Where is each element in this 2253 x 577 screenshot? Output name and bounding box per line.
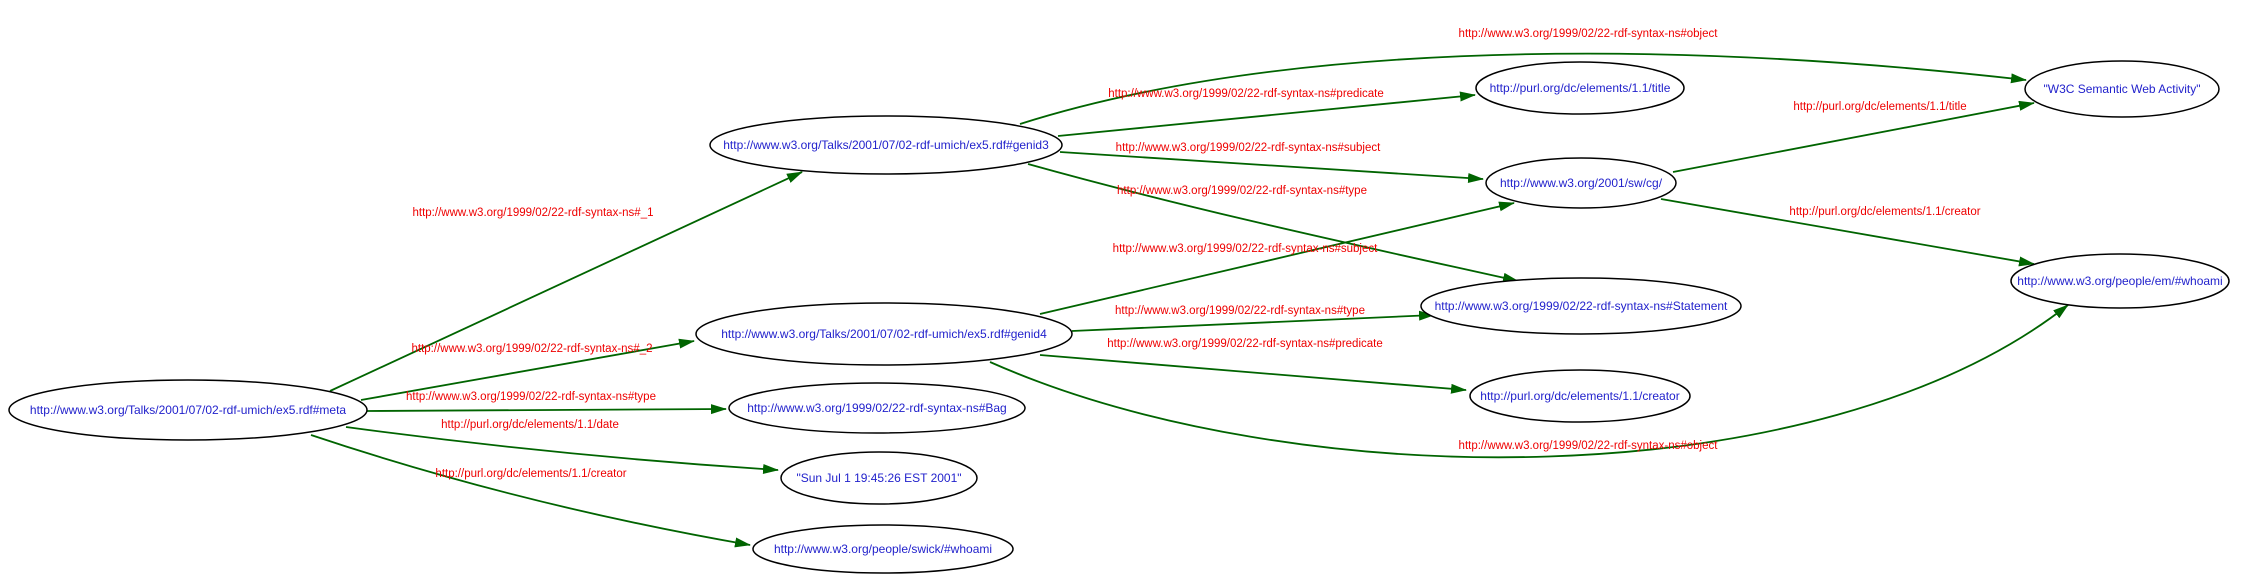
node-label-genid3: http://www.w3.org/Talks/2001/07/02-rdf-u…: [723, 138, 1049, 152]
node-ellipse-statement: [1420, 277, 1742, 335]
edge-label-meta-genid4: http://www.w3.org/1999/02/22-rdf-syntax-…: [412, 343, 653, 355]
edge-label-meta-swick: http://purl.org/dc/elements/1.1/creator: [435, 468, 626, 480]
edge-genid3-statement: [1027, 163, 1519, 283]
edge-meta-bag: [366, 404, 727, 415]
node-label-genid4: http://www.w3.org/Talks/2001/07/02-rdf-u…: [721, 327, 1047, 341]
node-label-swick: http://www.w3.org/people/swick/#whoami: [774, 542, 992, 556]
nodes-layer: http://www.w3.org/Talks/2001/07/02-rdf-u…: [8, 60, 2230, 574]
edge-label-genid4-statement: http://www.w3.org/1999/02/22-rdf-syntax-…: [1115, 305, 1365, 317]
node-ellipse-genid3: [709, 115, 1063, 175]
node-ellipse-bag: [728, 382, 1026, 434]
node-ellipse-swick: [752, 524, 1014, 574]
edge-genid4-em: [989, 304, 2069, 459]
node-ellipse-genid4: [695, 302, 1073, 366]
node-label-creator: http://purl.org/dc/elements/1.1/creator: [1480, 389, 1679, 403]
edge-label-genid3-swcg: http://www.w3.org/1999/02/22-rdf-syntax-…: [1116, 142, 1381, 154]
node-ellipse-em: [2010, 253, 2230, 309]
node-ellipse-date: [780, 451, 978, 505]
node-label-title: http://purl.org/dc/elements/1.1/title: [1490, 81, 1671, 95]
edge-meta-date: [345, 426, 779, 475]
node-ellipse-creator: [1469, 369, 1691, 423]
edge-genid3-title: [1057, 91, 1476, 137]
edge-label-genid4-creator: http://www.w3.org/1999/02/22-rdf-syntax-…: [1107, 338, 1383, 350]
edge-label-genid3-title: http://www.w3.org/1999/02/22-rdf-syntax-…: [1108, 88, 1384, 100]
edge-label-genid4-em: http://www.w3.org/1999/02/22-rdf-syntax-…: [1459, 440, 1719, 452]
node-label-bag: http://www.w3.org/1999/02/22-rdf-syntax-…: [747, 401, 1006, 415]
edge-label-genid3-statement: http://www.w3.org/1999/02/22-rdf-syntax-…: [1117, 185, 1367, 197]
edge-label-genid3-activity: http://www.w3.org/1999/02/22-rdf-syntax-…: [1459, 28, 1719, 40]
edge-swcg-activity: [1672, 100, 2035, 173]
edges-layer: [310, 52, 2069, 548]
edge-label-swcg-activity: http://purl.org/dc/elements/1.1/title: [1793, 101, 1966, 113]
edge-genid4-statement: [1071, 310, 1435, 332]
node-label-statement: http://www.w3.org/1999/02/22-rdf-syntax-…: [1435, 299, 1728, 313]
node-ellipse-activity: [2024, 60, 2220, 118]
edge-swcg-em: [1660, 198, 2035, 267]
node-label-em: http://www.w3.org/people/em/#whoami: [2017, 274, 2222, 288]
edge-label-genid4-swcg: http://www.w3.org/1999/02/22-rdf-syntax-…: [1113, 243, 1378, 255]
edge-genid3-activity: [1019, 52, 2027, 125]
edge-label-meta-genid3: http://www.w3.org/1999/02/22-rdf-syntax-…: [413, 207, 654, 219]
edge-meta-swick: [310, 434, 751, 548]
edge-labels-layer: http://www.w3.org/1999/02/22-rdf-syntax-…: [406, 28, 1981, 480]
edge-label-meta-date: http://purl.org/dc/elements/1.1/date: [441, 419, 619, 431]
node-label-activity: "W3C Semantic Web Activity": [2043, 82, 2200, 96]
edge-label-meta-bag: http://www.w3.org/1999/02/22-rdf-syntax-…: [406, 391, 656, 403]
node-label-date: "Sun Jul 1 19:45:26 EST 2001": [796, 471, 961, 485]
node-ellipse-swcg: [1485, 157, 1677, 209]
edge-genid4-swcg: [1039, 201, 1515, 315]
node-label-swcg: http://www.w3.org/2001/sw/cg/: [1500, 176, 1663, 190]
edge-genid3-swcg: [1059, 151, 1484, 184]
edge-meta-genid4: [360, 338, 695, 401]
edge-genid4-creator: [1039, 354, 1467, 394]
node-label-meta: http://www.w3.org/Talks/2001/07/02-rdf-u…: [30, 403, 346, 417]
node-ellipse-meta: [8, 379, 368, 441]
edge-label-swcg-em: http://purl.org/dc/elements/1.1/creator: [1789, 206, 1980, 218]
edge-meta-genid3: [329, 171, 803, 392]
node-ellipse-title: [1475, 61, 1685, 115]
